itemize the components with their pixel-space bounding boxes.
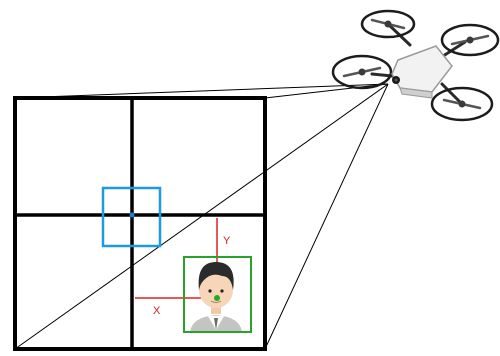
drone-icon bbox=[333, 11, 498, 120]
person-right-eye bbox=[220, 289, 223, 292]
camera-frame bbox=[15, 98, 265, 349]
frame-center-point bbox=[130, 213, 135, 218]
projection-line-top-left bbox=[15, 84, 388, 98]
frame-border bbox=[15, 98, 265, 349]
face-center-point bbox=[214, 295, 220, 301]
x-axis-label: X bbox=[153, 305, 161, 317]
person-left-eye bbox=[208, 289, 211, 292]
projection-line-bottom-right bbox=[265, 84, 388, 349]
y-axis-label: Y bbox=[223, 235, 231, 247]
